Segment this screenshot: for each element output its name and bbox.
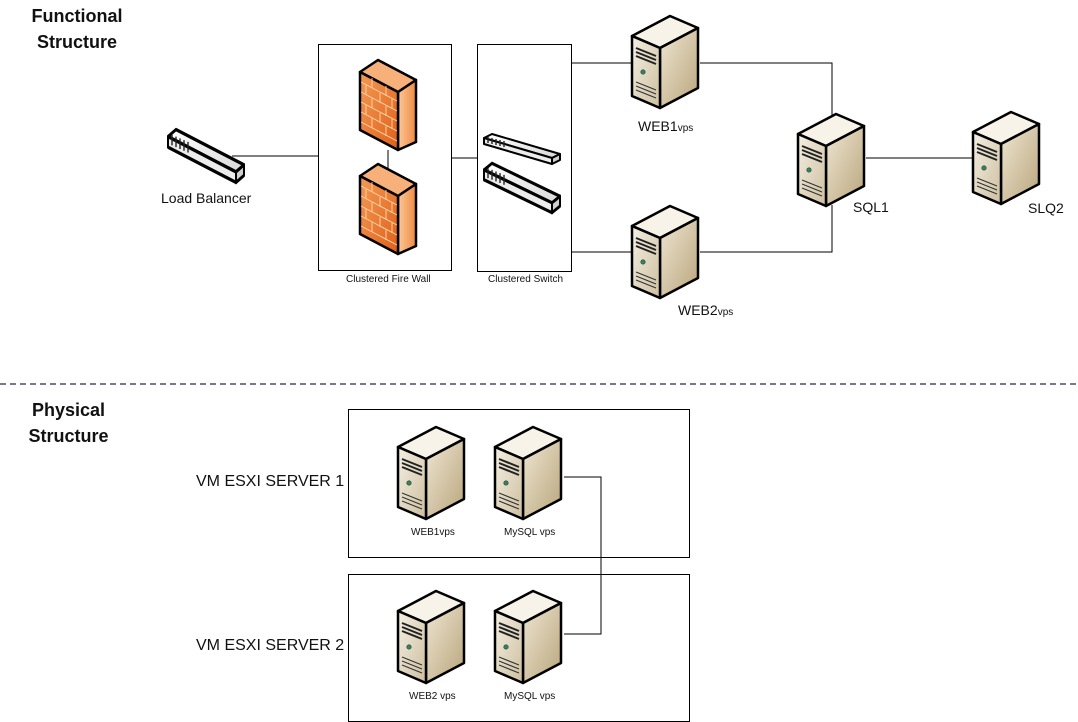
physical-title-line1: Physical xyxy=(31,400,106,420)
wire-web2-sql1 xyxy=(700,205,833,253)
physical-structure-title: Physical Structure xyxy=(16,397,121,449)
firewall-icon-2 xyxy=(358,162,418,256)
sql2-label: SLQ2 xyxy=(1028,200,1064,216)
functional-title-line1: Functional xyxy=(31,6,123,26)
web2-label-sub: vps xyxy=(717,307,734,318)
esxi-server-1-box xyxy=(348,409,690,558)
physical-title-line2: Structure xyxy=(28,426,109,446)
web1-label: WEB1vps xyxy=(638,118,693,134)
esxi1-mysql-server-icon xyxy=(493,425,563,521)
sql2-server-icon xyxy=(971,110,1041,206)
switch-icon-2 xyxy=(482,160,562,216)
esxi2-mysql-server-icon xyxy=(493,589,563,685)
esxi1-vm-label-2: MySQL vps xyxy=(504,527,556,538)
load-balancer-icon xyxy=(166,126,246,186)
clustered-switch-box xyxy=(477,44,572,272)
web2-label-main: WEB2 xyxy=(678,302,718,318)
esxi-server-2-label: VM ESXI SERVER 2 xyxy=(196,637,345,654)
esxi2-web2-server-icon xyxy=(396,589,466,685)
esxi-server-1-label: VM ESXI SERVER 1 xyxy=(196,473,345,490)
wire-mysql-replication xyxy=(564,476,602,635)
clustered-switch-label: Clustered Switch xyxy=(488,274,564,285)
sql1-server-icon xyxy=(796,112,866,208)
clustered-firewall-label: Clustered Fire Wall xyxy=(346,274,431,285)
esxi1-vm-label-1: WEB1vps xyxy=(411,527,455,538)
sql1-label: SQL1 xyxy=(853,199,889,215)
esxi2-vm-label-2: MySQL vps xyxy=(504,691,556,702)
wire-web1-sql1 xyxy=(700,62,833,120)
web2-label: WEB2vps xyxy=(678,302,733,318)
clustered-firewall-box xyxy=(318,44,452,271)
functional-title-line2: Structure xyxy=(36,32,117,52)
esxi1-web1-server-icon xyxy=(396,425,466,521)
load-balancer-label: Load Balancer xyxy=(161,190,252,206)
functional-structure-title: Functional Structure xyxy=(22,3,132,55)
esxi2-vm-label-1: WEB2 vps xyxy=(409,691,456,702)
web2-server-icon xyxy=(630,204,700,300)
web1-server-icon xyxy=(630,14,700,110)
firewall-icon-1 xyxy=(358,58,418,152)
web1-label-sub: vps xyxy=(677,123,694,134)
web1-label-main: WEB1 xyxy=(638,118,678,134)
